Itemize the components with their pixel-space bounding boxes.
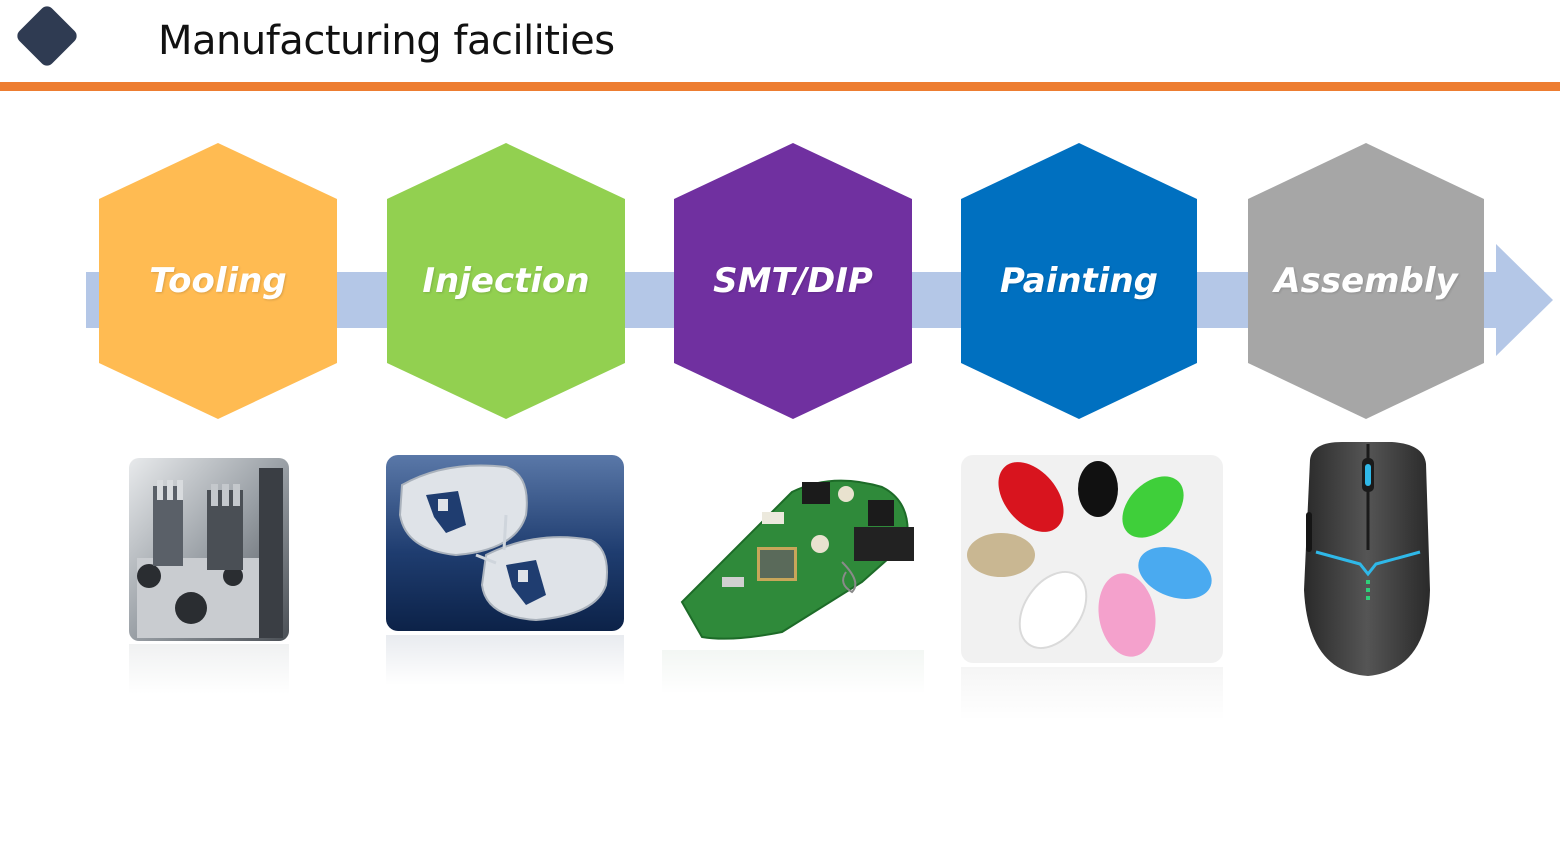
step-assembly-hexagon: Assembly <box>1248 143 1484 419</box>
injection-molded-shells-photo <box>386 455 624 685</box>
step-painting-hexagon: Painting <box>961 143 1197 419</box>
assembled-mouse-photo <box>1302 440 1432 678</box>
step-injection-label: Injection <box>422 261 590 301</box>
page-title: Manufacturing facilities <box>158 18 615 64</box>
step-injection-hexagon: Injection <box>387 143 625 419</box>
step-painting-label: Painting <box>1000 261 1158 301</box>
step-smt-dip-hexagon: SMT/DIP <box>674 143 912 419</box>
colored-mice-photo <box>961 455 1223 720</box>
step-smt-dip-label: SMT/DIP <box>713 261 873 301</box>
title-underline <box>0 82 1560 91</box>
pcb-board-photo <box>662 472 924 694</box>
step-assembly-label: Assembly <box>1274 261 1458 301</box>
mold-tooling-photo <box>129 458 289 694</box>
logo-diamond-icon <box>17 6 77 66</box>
step-tooling-hexagon: Tooling <box>99 143 337 419</box>
step-tooling-label: Tooling <box>149 261 287 301</box>
